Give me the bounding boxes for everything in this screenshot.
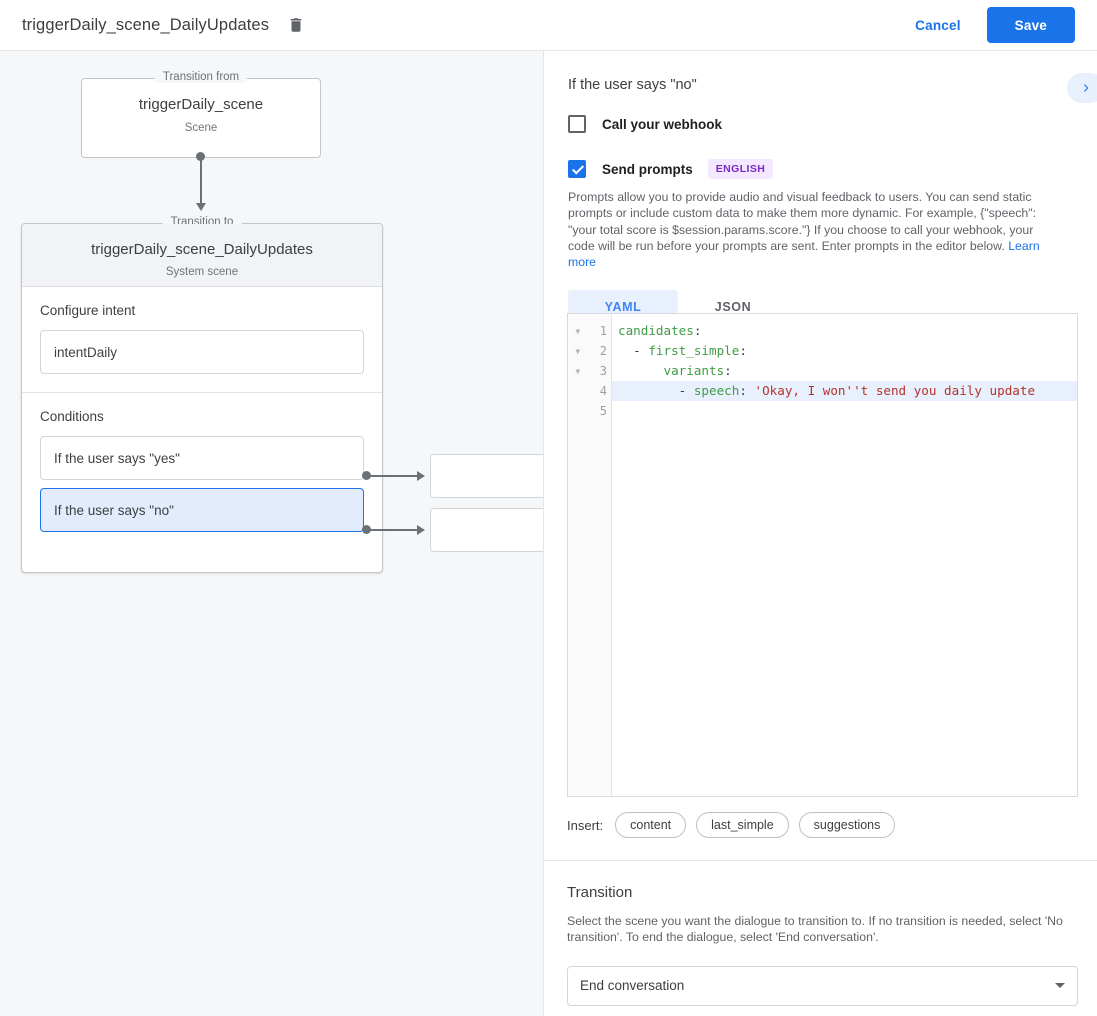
- send-prompts-row: Send prompts ENGLISH: [544, 159, 1097, 179]
- editor-line-number: 1: [599, 324, 607, 338]
- transition-select-value: End conversation: [580, 978, 685, 994]
- editor-line-number: 4: [599, 384, 607, 398]
- transition-from-card[interactable]: Transition from triggerDaily_scene Scene: [81, 71, 321, 158]
- language-badge: ENGLISH: [707, 159, 774, 179]
- transition-select[interactable]: End conversation: [567, 965, 1078, 1006]
- connector-arrow-down-icon: [196, 203, 206, 211]
- editor-line-number: 2: [599, 344, 607, 358]
- transition-to-card[interactable]: Transition to triggerDaily_scene_DailyUp…: [21, 216, 383, 573]
- transition-from-scene-name: triggerDaily_scene: [138, 96, 264, 113]
- transition-description: Select the scene you want the dialogue t…: [567, 914, 1063, 945]
- send-prompts-label: Send prompts: [602, 161, 693, 177]
- panel-header: If the user says "no": [544, 51, 1097, 103]
- top-bar-actions: Cancel Save: [903, 7, 1075, 43]
- condition-yes-connector-line: [370, 475, 418, 477]
- target-node-yes[interactable]: [430, 454, 543, 498]
- send-prompts-checkbox[interactable]: [568, 160, 586, 178]
- section-divider: [22, 392, 382, 393]
- editor-gutter-line: ▼3: [568, 361, 611, 381]
- editor-code-line[interactable]: - speech: 'Okay, I won''t send you daily…: [612, 381, 1077, 401]
- code-token: :: [739, 383, 755, 398]
- intent-field[interactable]: intentDaily: [40, 330, 364, 374]
- editor-code-line[interactable]: - first_simple:: [612, 341, 1077, 361]
- editor-line-number: 3: [599, 364, 607, 378]
- transition-to-scene-name: triggerDaily_scene_DailyUpdates: [91, 241, 313, 258]
- code-token: 'Okay, I won''t send you daily update: [754, 383, 1036, 398]
- tab-json[interactable]: JSON: [714, 299, 752, 314]
- transition-from-scene-type: Scene: [184, 122, 218, 134]
- editor-line-number: 5: [599, 404, 607, 418]
- insert-chips: content last_simple suggestions: [615, 812, 896, 838]
- condition-item[interactable]: If the user says "yes": [40, 436, 364, 480]
- target-node-no[interactable]: [430, 508, 543, 552]
- insert-row: Insert: content last_simple suggestions: [567, 812, 896, 838]
- caret-down-icon: [1055, 983, 1065, 989]
- fold-triangle-icon[interactable]: ▼: [575, 346, 581, 356]
- editor-gutter-line: 5: [568, 401, 611, 421]
- save-button[interactable]: Save: [986, 7, 1075, 43]
- conditions-section: Conditions If the user says "yes"If the …: [22, 393, 382, 550]
- configure-intent-section: Configure intent intentDaily: [22, 287, 382, 392]
- panel-divider: [543, 860, 1097, 861]
- connector-line: [200, 157, 202, 207]
- condition-no-connector-line: [370, 529, 418, 531]
- editor-code-line[interactable]: candidates:: [612, 321, 1077, 341]
- editor-code-line[interactable]: variants:: [612, 361, 1077, 381]
- fold-triangle-icon[interactable]: ▼: [575, 366, 581, 376]
- editor-gutter-line: 4: [568, 381, 611, 401]
- insert-label: Insert:: [567, 817, 604, 833]
- condition-no-connector-dot: [362, 525, 371, 534]
- editor-code-line[interactable]: [612, 401, 1077, 421]
- code-token: :: [693, 323, 702, 338]
- condition-item[interactable]: If the user says "no": [40, 488, 364, 532]
- webhook-row: Call your webhook: [544, 115, 1097, 133]
- code-token: candidates: [618, 323, 694, 338]
- condition-no-arrow-icon: [417, 525, 425, 535]
- learn-more-link[interactable]: Learn more: [568, 238, 1040, 270]
- editor-gutter-line: ▼2: [568, 341, 611, 361]
- transition-from-legend: Transition from: [154, 71, 248, 83]
- expand-panel-button[interactable]: [1067, 73, 1097, 103]
- trash-icon: [290, 18, 302, 32]
- insert-chip[interactable]: content: [615, 812, 687, 838]
- panel-title: If the user says "no": [568, 77, 697, 93]
- transition-to-scene-type: System scene: [165, 266, 239, 278]
- insert-chip[interactable]: last_simple: [696, 812, 789, 838]
- call-webhook-label: Call your webhook: [602, 116, 723, 132]
- code-token: [618, 363, 664, 378]
- chevron-right-icon: [1083, 84, 1089, 92]
- fold-triangle-icon[interactable]: ▼: [575, 326, 581, 336]
- insert-chip[interactable]: suggestions: [798, 812, 896, 838]
- code-token: speech: [693, 383, 740, 398]
- code-token: variants: [663, 363, 725, 378]
- conditions-title: Conditions: [40, 409, 104, 424]
- scene-graph-canvas[interactable]: Transition from triggerDaily_scene Scene…: [0, 51, 543, 1016]
- code-token: -: [618, 383, 694, 398]
- prompts-description-text: Prompts allow you to provide audio and v…: [568, 190, 1037, 253]
- code-token: first_simple: [648, 343, 740, 358]
- condition-yes-arrow-icon: [417, 471, 425, 481]
- connector-dot: [196, 152, 205, 161]
- conditions-list: If the user says "yes" If the user says "…: [40, 436, 364, 532]
- cancel-button[interactable]: Cancel: [903, 10, 972, 41]
- transition-title: Transition: [567, 884, 633, 901]
- code-token: :: [739, 343, 747, 358]
- transition-section: Transition Select the scene you want the…: [567, 884, 1078, 1006]
- configure-intent-title: Configure intent: [40, 303, 136, 318]
- delete-button[interactable]: [283, 12, 309, 38]
- prompts-description: Prompts allow you to provide audio and v…: [544, 189, 1064, 270]
- code-token: :: [724, 363, 732, 378]
- code-token: -: [618, 343, 649, 358]
- editor-code-area[interactable]: candidates: - first_simple: variants: - …: [612, 314, 1077, 796]
- condition-yes-connector-dot: [362, 471, 371, 480]
- page-title: triggerDaily_scene_DailyUpdates: [22, 15, 270, 34]
- call-webhook-checkbox[interactable]: [568, 115, 586, 133]
- top-bar: triggerDaily_scene_DailyUpdates Cancel S…: [0, 0, 1097, 51]
- transition-to-header: triggerDaily_scene_DailyUpdates System s…: [22, 224, 382, 287]
- editor-gutter-line: ▼1: [568, 321, 611, 341]
